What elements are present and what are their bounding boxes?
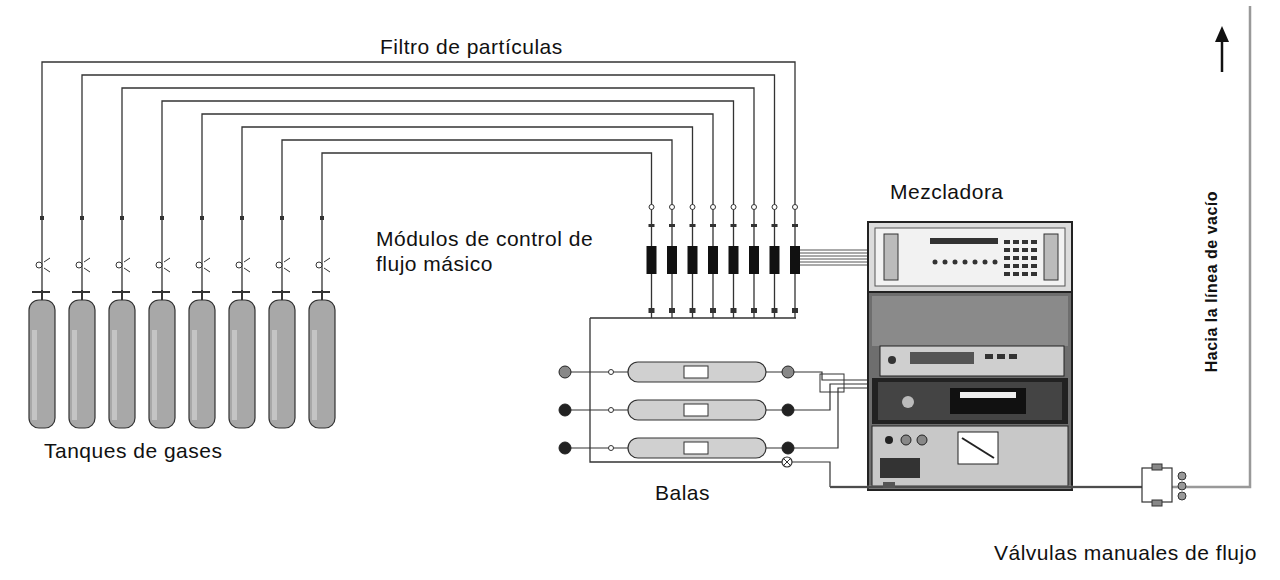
balas-label: Balas	[655, 480, 710, 505]
unit-heading: Mezcladora	[868, 180, 1072, 204]
module-label: Módulos de control de flujo másico	[376, 226, 638, 276]
valves-label: Válvulas manuales de flujo	[994, 540, 1257, 565]
mixer-unit: Mezcladora	[868, 180, 1072, 292]
filter-label: Filtro de partículas	[380, 34, 563, 59]
vacuum-label: Hacia la línea de vacío	[1202, 152, 1221, 412]
tanks-label: Tanques de gases	[44, 438, 222, 463]
